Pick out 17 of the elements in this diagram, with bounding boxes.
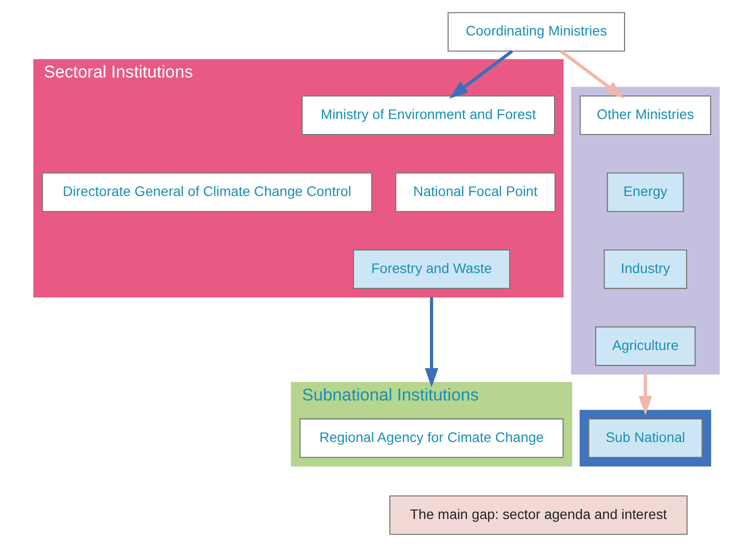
arrow <box>424 297 438 388</box>
cluster <box>571 86 720 375</box>
node-box: Regional Agency for Cimate Change <box>300 418 564 458</box>
node-box: The main gap: sector agenda and interest <box>389 495 688 535</box>
node-box: Industry <box>604 249 688 289</box>
node-box: National Focal Point <box>395 172 556 212</box>
node-box: Ministry of Environment and Forest <box>302 95 556 136</box>
node-box: Coordinating Ministries <box>448 12 626 52</box>
arrow <box>638 374 652 416</box>
node-box: Forestry and Waste <box>352 249 510 289</box>
node-box: Sub National <box>588 418 703 458</box>
node-box: Directorate General of Climate Change Control <box>42 172 372 212</box>
arrow <box>449 50 514 99</box>
node-box: Energy <box>606 172 684 212</box>
node-box: Other Ministries <box>580 95 712 136</box>
cluster <box>580 410 712 466</box>
node-box: Agriculture <box>595 326 696 366</box>
